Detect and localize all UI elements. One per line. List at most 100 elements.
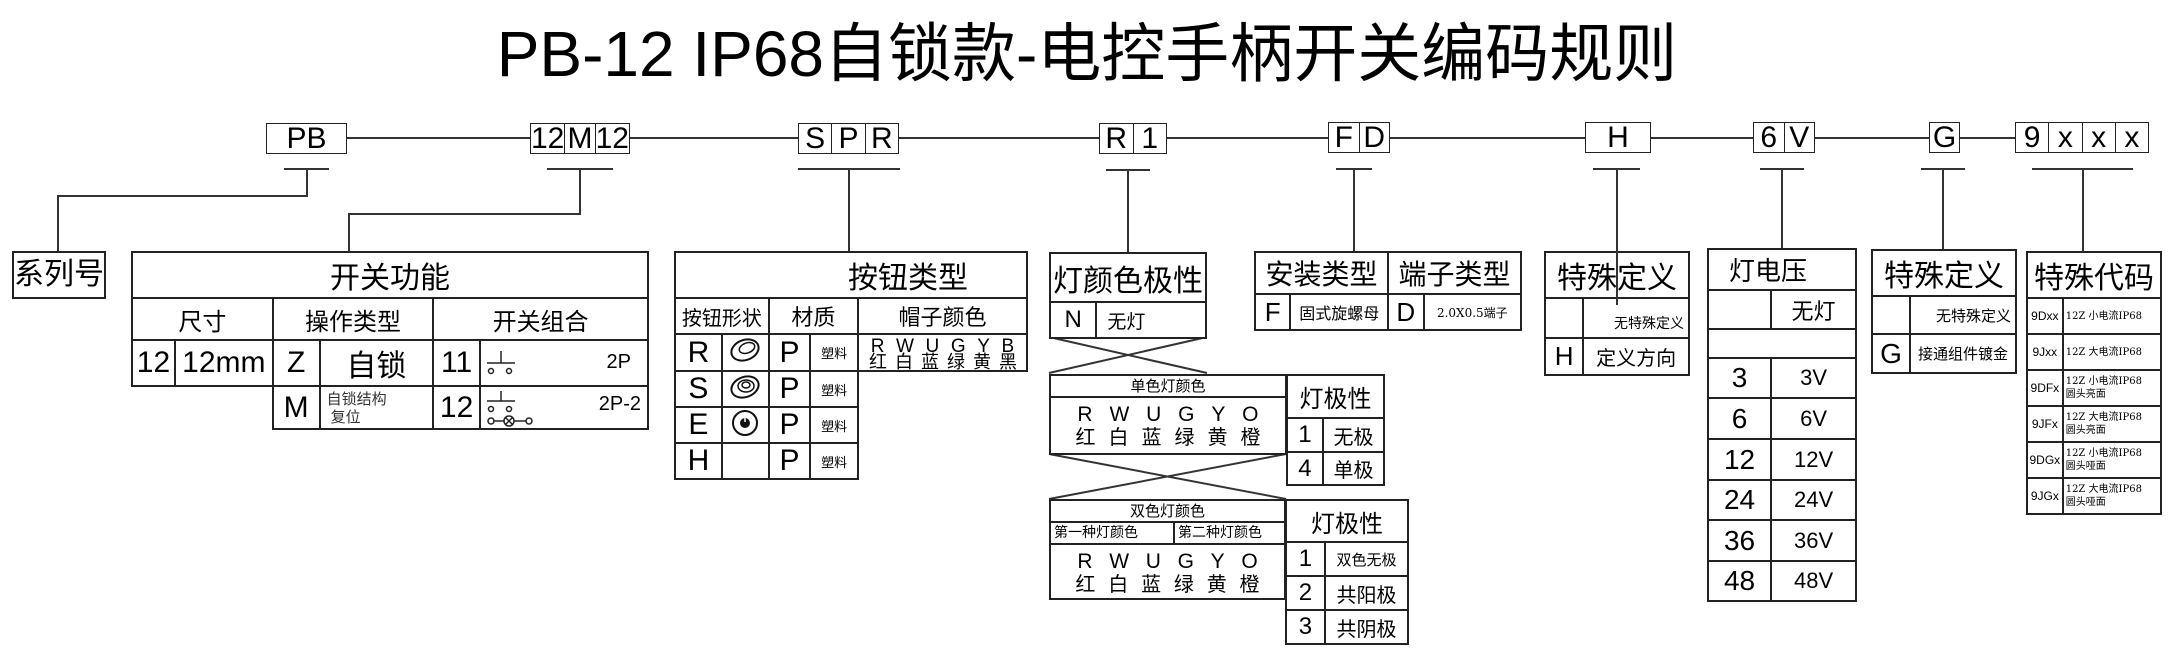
voltage-value: 36V: [1770, 519, 1857, 562]
first-color-header: 第一种灯颜色: [1051, 523, 1175, 543]
code-box-install-terminal: F D: [1328, 122, 1390, 153]
special-code-title: 特殊代码: [2026, 251, 2162, 299]
dual-color-title: 双色灯颜色: [1051, 501, 1284, 523]
voltage-value: 12V: [1770, 438, 1857, 481]
code-cell: PB: [286, 122, 327, 155]
series-label: 系列号: [12, 251, 106, 299]
special-code: 9DGx: [2026, 441, 2064, 479]
operation-value-line2: 复位: [330, 407, 361, 426]
lamp-voltage-title: 灯电压: [1707, 248, 1857, 291]
material-code: P: [767, 406, 812, 444]
terminal-code: D: [1386, 293, 1425, 331]
size-code: 12: [131, 339, 176, 387]
voltage-value: 3V: [1770, 357, 1857, 399]
special-definition-2-title: 特殊定义: [1871, 249, 2017, 297]
voltage-value: 24V: [1770, 479, 1857, 521]
definition-value: 接通组件镀金: [1908, 333, 2018, 374]
polarity-code: 1: [1285, 541, 1326, 577]
single-color-names: 红白蓝绿黄橙: [1075, 425, 1261, 449]
definition-value: 定义方向: [1582, 337, 1690, 376]
code-cell: 12: [594, 122, 629, 155]
special-code: 9Dxx: [2026, 297, 2064, 335]
shape-code: H: [674, 442, 723, 480]
code-box-series: PB: [266, 123, 347, 154]
dual-color-subheaders: 第一种灯颜色 第二种灯颜色: [1051, 523, 1284, 545]
special-code: 9Jxx: [2026, 333, 2064, 371]
size-value: 12mm: [173, 339, 274, 387]
definition-value: 无特殊定义: [1582, 297, 1690, 339]
code-cell: G: [1932, 121, 1957, 154]
power-button-icon: [720, 406, 770, 444]
material-code: P: [767, 442, 812, 480]
polarity-value: 无极: [1321, 417, 1386, 453]
code-box-switch-function: 12 M 12: [530, 123, 630, 154]
combination-code: 12: [432, 385, 482, 430]
light-color-polarity-title: 灯颜色极性: [1049, 252, 1207, 303]
code-cell: D: [1358, 123, 1390, 153]
material-name: 塑料: [809, 333, 859, 372]
polarity-code: 2: [1285, 575, 1326, 611]
leader-line: [1616, 251, 1618, 305]
table-row: H P 塑料: [674, 442, 1027, 480]
code-cell: x: [2081, 123, 2115, 153]
header-operation: 操作类型: [271, 297, 435, 341]
header-size: 尺寸: [131, 297, 274, 341]
code-cell: 12: [531, 122, 565, 155]
special-code-desc: 12Z 小电流IP68: [2061, 297, 2163, 335]
combination-value: 2P-2: [598, 393, 641, 415]
code-box-lamp-voltage: 6 V: [1753, 122, 1815, 153]
code-cell: S: [805, 122, 826, 155]
table-row: E P 塑料: [674, 406, 1027, 444]
combination-cell: 2P-2: [479, 385, 649, 430]
operation-code: Z: [271, 339, 321, 387]
combination-value: 2P: [606, 351, 631, 373]
code-box-special-definition-2: G: [1929, 122, 1960, 153]
special-code: 9JFx: [2026, 405, 2064, 443]
polarity-code: 1: [1286, 417, 1324, 453]
operation-value: 自锁: [318, 339, 435, 387]
polarity-title: 灯极性: [1285, 499, 1409, 543]
cap-color-names: 红白蓝绿黄黑: [868, 352, 1017, 373]
second-color-header: 第二种灯颜色: [1178, 525, 1262, 541]
switch-lamp-symbol-icon: [487, 391, 533, 427]
definition-code: H: [1543, 337, 1585, 376]
operation-value-line1: 自锁结构: [326, 389, 387, 408]
material-name: 塑料: [809, 442, 859, 480]
material-name: 塑料: [809, 370, 859, 408]
header-cap-color: 帽子颜色: [856, 297, 1029, 335]
voltage-code: 36: [1706, 519, 1773, 562]
install-value: 固式旋螺母: [1289, 293, 1389, 331]
definition-code: G: [1871, 333, 1911, 374]
voltage-value: 无灯: [1770, 289, 1857, 330]
voltage-code: 12: [1706, 438, 1773, 481]
shape-code: E: [674, 406, 723, 444]
install-terminal-table: 安装类型 端子类型 F 固式旋螺母 D 2.0X0.5端子: [1253, 251, 1523, 331]
code-cell: R: [1105, 122, 1128, 155]
no-light-value: 无灯: [1095, 301, 1207, 339]
concentric-ring-button-icon: [720, 370, 770, 408]
code-box-button-type: S P R: [798, 123, 899, 154]
material-code: P: [767, 333, 812, 372]
